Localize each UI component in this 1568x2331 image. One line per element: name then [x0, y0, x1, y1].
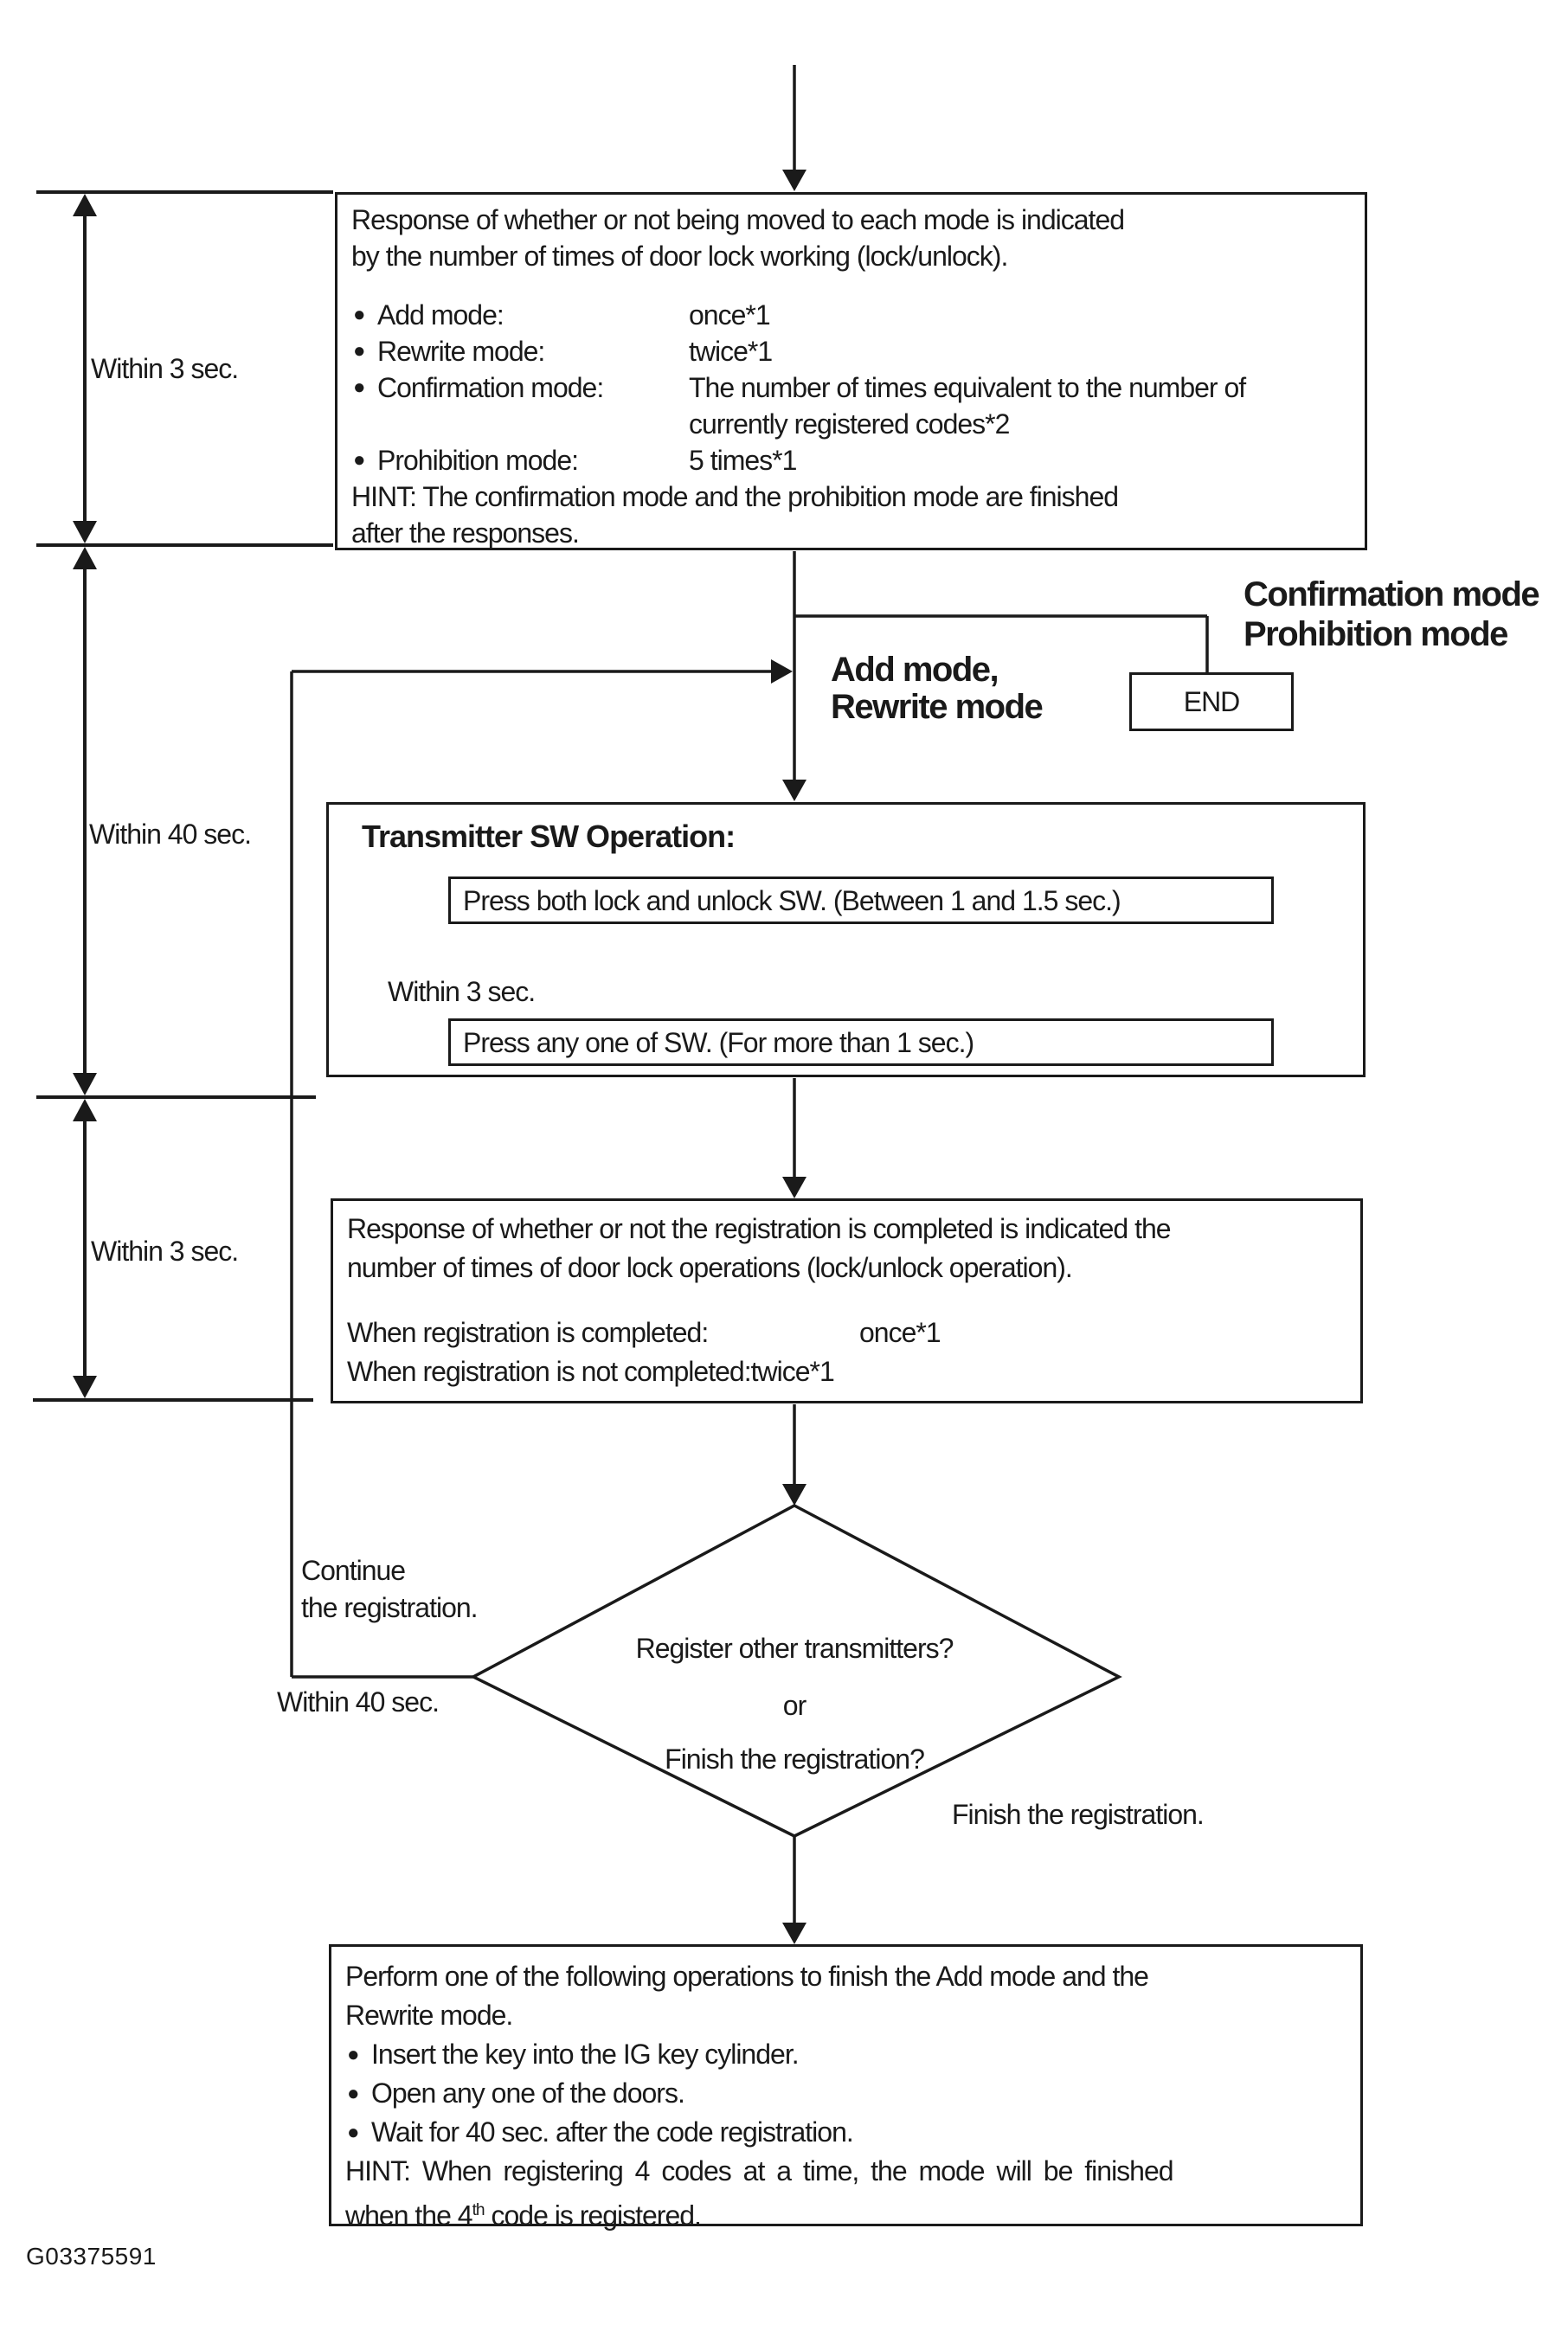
- mode-response-hint-line2: after the responses.: [351, 517, 580, 549]
- transmitter-sw-title: Transmitter SW Operation:: [362, 819, 736, 854]
- finish-item-2-text: Open any one of the doors.: [371, 2077, 685, 2109]
- mode-item-label: Prohibition mode:: [377, 445, 579, 476]
- prohibition-mode-label: Prohibition mode: [1243, 615, 1508, 653]
- figure-code: G03375591: [26, 2243, 157, 2270]
- continue-label-line1: Continue: [301, 1555, 406, 1586]
- add-mode-label: Add mode,: [831, 651, 999, 689]
- mode-item-value: 5 times*1: [689, 445, 797, 476]
- mode-item-value: The number of times equivalent to the nu…: [689, 372, 1246, 440]
- finish-item-1: ● Insert the key into the IG key cylinde…: [345, 2035, 1346, 2074]
- registration-not-completed-row: When registration is not completed:twice…: [347, 1356, 835, 1387]
- step-press-both-sw: Press both lock and unlock SW. (Between …: [448, 877, 1274, 924]
- decision-diamond: [470, 1504, 1122, 1838]
- within-40-sec-label: Within 40 sec.: [277, 1686, 440, 1718]
- step-press-any-sw: Press any one of SW. (For more than 1 se…: [448, 1018, 1274, 1066]
- finish-hint-line2-prefix: when the 4: [345, 2199, 473, 2231]
- mode-item-add: ● Add mode: once*1: [351, 297, 1351, 333]
- bullet-icon: ●: [347, 2082, 359, 2105]
- mode-response-hint-line1: HINT: The confirmation mode and the proh…: [351, 481, 1119, 512]
- mode-item-label: Rewrite mode:: [377, 336, 545, 367]
- timing-label-2: Within 40 sec.: [89, 819, 252, 850]
- bullet-icon: ●: [353, 339, 365, 363]
- step-press-both-sw-text: Press both lock and unlock SW. (Between …: [463, 884, 1121, 916]
- finish-registration-label: Finish the registration.: [952, 1799, 1205, 1830]
- registration-intro-line2: number of times of door lock operations …: [347, 1252, 1073, 1283]
- finish-item-1-text: Insert the key into the IG key cylinder.: [371, 2039, 800, 2070]
- mode-item-confirmation: ● Confirmation mode: The number of times…: [351, 369, 1351, 442]
- finish-item-3: ● Wait for 40 sec. after the code regist…: [345, 2113, 1346, 2152]
- mode-item-value: once*1: [689, 299, 771, 331]
- mode-item-label: Confirmation mode:: [377, 372, 604, 403]
- spacer: [351, 274, 1351, 297]
- confirmation-prohibition-label: Confirmation mode Prohibition mode: [1243, 575, 1540, 654]
- bullet-icon: ●: [353, 303, 365, 326]
- confirmation-mode-label: Confirmation mode: [1243, 575, 1540, 613]
- timing-label-3: Within 3 sec.: [91, 1236, 239, 1267]
- bullet-icon: ●: [347, 2043, 359, 2066]
- mode-item-prohibition: ● Prohibition mode: 5 times*1: [351, 442, 1351, 478]
- mode-response-intro-line2: by the number of times of door lock work…: [351, 241, 1008, 272]
- registration-completed-value: once*1: [859, 1317, 941, 1348]
- spacer: [347, 1288, 1346, 1313]
- rewrite-mode-label: Rewrite mode: [831, 688, 1044, 726]
- bullet-icon: ●: [353, 376, 365, 399]
- continue-label-line2: the registration.: [301, 1592, 479, 1623]
- registration-intro-line1: Response of whether or not the registrat…: [347, 1213, 1172, 1244]
- end-label: END: [1183, 686, 1241, 717]
- finish-item-3-text: Wait for 40 sec. after the code registra…: [371, 2116, 854, 2148]
- mode-item-rewrite: ● Rewrite mode: twice*1: [351, 333, 1351, 369]
- end-node: END: [1129, 672, 1294, 731]
- finish-item-2: ● Open any one of the doors.: [345, 2074, 1346, 2113]
- mode-item-label: Add mode:: [377, 299, 504, 331]
- finish-line1: Perform one of the following operations …: [345, 1961, 1149, 1992]
- finish-hint-line1: HINT: When registering 4 codes at a time…: [345, 2155, 1174, 2187]
- finish-hint-line2: when the 4th code is registered.: [345, 2191, 1346, 2236]
- timing-label-1: Within 3 sec.: [91, 353, 239, 384]
- finish-line2: Rewrite mode.: [345, 2000, 513, 2031]
- mode-response-box: Response of whether or not being moved t…: [335, 192, 1367, 550]
- step-press-any-sw-text: Press any one of SW. (For more than 1 se…: [463, 1026, 974, 1058]
- finish-hint-ordinal: th: [472, 2201, 485, 2219]
- decision-line3: Finish the registration?: [665, 1743, 925, 1775]
- finish-operations-box: Perform one of the following operations …: [329, 1944, 1363, 2231]
- bullet-icon: ●: [347, 2121, 359, 2144]
- mode-response-intro-line1: Response of whether or not being moved t…: [351, 204, 1125, 235]
- finish-hint-line2-suffix: code is registered.: [484, 2199, 701, 2231]
- decision-line1: Register other transmitters?: [635, 1633, 954, 1664]
- registration-completed-label: When registration is completed:: [347, 1317, 709, 1348]
- add-rewrite-label: Add mode, Rewrite mode: [831, 651, 1044, 726]
- decision-line2: or: [782, 1690, 806, 1721]
- bullet-icon: ●: [353, 448, 365, 472]
- registration-response-box: Response of whether or not the registrat…: [331, 1198, 1363, 1403]
- interval-label: Within 3 sec.: [388, 976, 536, 1007]
- registration-completed-row: When registration is completed: once*1: [347, 1313, 1346, 1352]
- continue-registration-label: Continue the registration.: [301, 1552, 479, 1627]
- mode-item-value: twice*1: [689, 336, 773, 367]
